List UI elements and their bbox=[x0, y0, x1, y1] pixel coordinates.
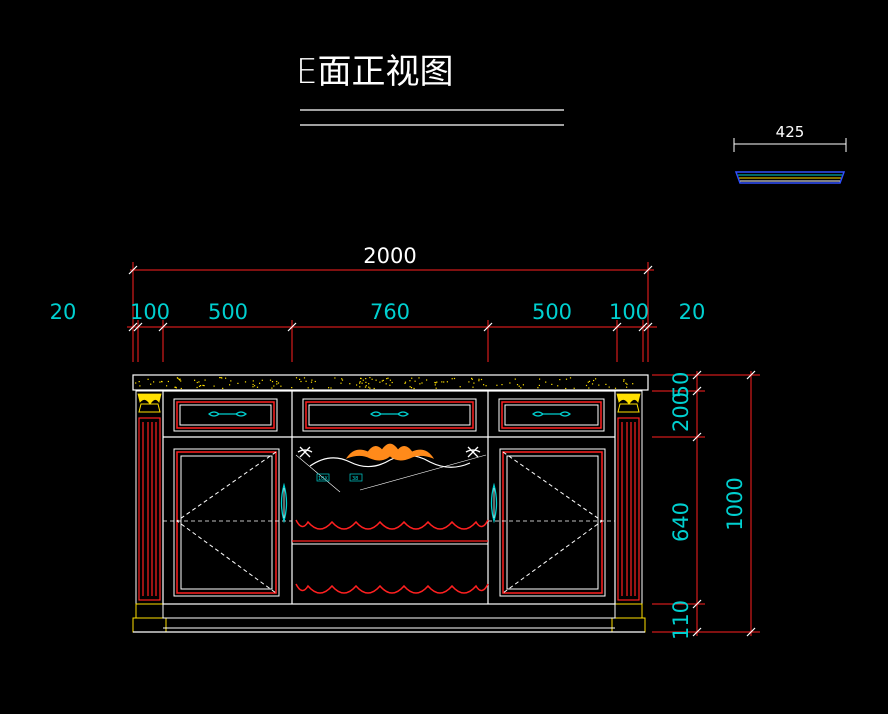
ornament-left-icon bbox=[297, 446, 313, 458]
drawer-center-handle[interactable] bbox=[370, 411, 409, 417]
carved-ornament bbox=[345, 443, 435, 461]
door-right[interactable] bbox=[488, 448, 615, 597]
cabinet-carcass bbox=[162, 390, 616, 605]
door-left[interactable] bbox=[163, 448, 292, 597]
drawer-center[interactable] bbox=[302, 398, 477, 432]
countertop bbox=[132, 374, 649, 391]
segment-label-right-100: 100 bbox=[609, 300, 649, 324]
segment-label-left-20: 20 bbox=[50, 300, 77, 324]
segment-dimension-line bbox=[127, 320, 657, 362]
overall-height-label: 1000 bbox=[723, 477, 747, 530]
segment-label-right-500: 500 bbox=[532, 300, 572, 324]
annotation-label-1: 10X bbox=[318, 476, 328, 482]
drawer-right[interactable] bbox=[498, 398, 605, 432]
wine-rack: 10X 38 bbox=[292, 443, 489, 594]
segment-label-center-760: 760 bbox=[370, 300, 410, 324]
drawer-left[interactable] bbox=[173, 398, 278, 432]
segment-label-right-20: 20 bbox=[679, 300, 706, 324]
segment-label-left-100: 100 bbox=[130, 300, 170, 324]
cabinet-plinth bbox=[133, 603, 645, 633]
door-left-handle[interactable] bbox=[280, 482, 288, 524]
drawer-right-handle[interactable] bbox=[532, 411, 571, 417]
right-column bbox=[611, 390, 646, 633]
height-label-110: 110 bbox=[669, 600, 693, 640]
segment-label-left-500: 500 bbox=[208, 300, 248, 324]
profile-width-label: 425 bbox=[776, 123, 805, 141]
left-column-capital-ornament bbox=[137, 393, 162, 405]
height-dimensions bbox=[652, 370, 760, 637]
height-label-640: 640 bbox=[669, 502, 693, 542]
left-column bbox=[132, 390, 167, 633]
drawer-left-handle[interactable] bbox=[208, 411, 247, 417]
drawing-title: E面正视图 bbox=[296, 52, 453, 92]
right-column-capital-ornament bbox=[616, 393, 641, 405]
profile-detail: 425 bbox=[733, 123, 847, 184]
annotation-label-2: 38 bbox=[352, 476, 358, 482]
overall-width-label: 2000 bbox=[363, 244, 416, 268]
overall-width-dimension bbox=[128, 262, 654, 362]
height-label-200: 200 bbox=[669, 392, 693, 432]
height-label-50: 50 bbox=[669, 372, 693, 399]
ornament-right-icon bbox=[465, 446, 481, 458]
door-right-handle[interactable] bbox=[490, 482, 498, 524]
